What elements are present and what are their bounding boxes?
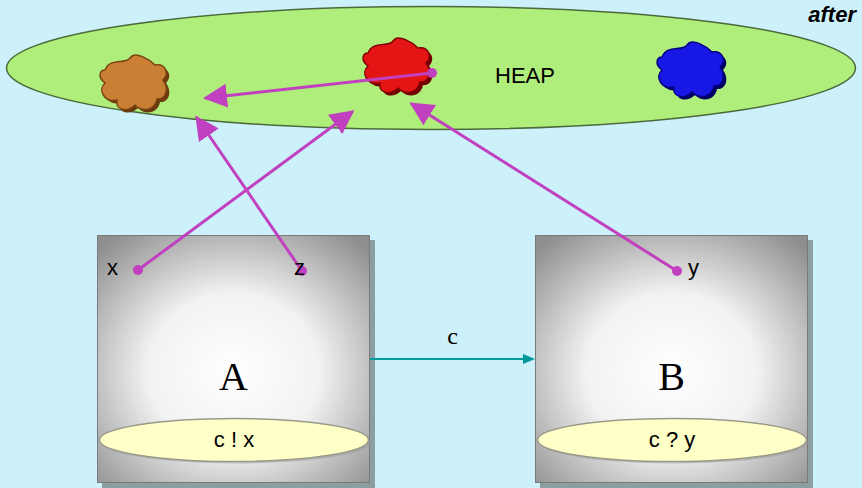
heap-label: HEAP xyxy=(495,63,555,89)
orange-object xyxy=(100,55,169,113)
process-box: x zAc ! x xyxy=(97,235,370,483)
action-text: c ! x xyxy=(214,427,254,453)
process-box: yBc ? y xyxy=(535,235,808,483)
variable-name: z xyxy=(294,255,305,281)
heap-outline xyxy=(5,5,857,131)
heap-region: HEAP xyxy=(5,5,857,131)
pointer-arrows xyxy=(138,73,677,271)
variable-name: x xyxy=(107,255,118,281)
red-object xyxy=(363,38,432,96)
variable-name: y xyxy=(688,255,699,281)
process-name: B xyxy=(658,353,685,401)
action-text: c ? y xyxy=(649,427,695,453)
action-ellipse: c ? y xyxy=(536,417,808,463)
process-name: A xyxy=(219,353,248,401)
blue-object xyxy=(657,42,726,100)
action-ellipse: c ! x xyxy=(98,417,370,463)
state-label: after xyxy=(808,2,856,28)
channel-name: c xyxy=(447,322,458,351)
channel-arrow xyxy=(370,354,535,364)
pointer-dots xyxy=(133,68,682,276)
